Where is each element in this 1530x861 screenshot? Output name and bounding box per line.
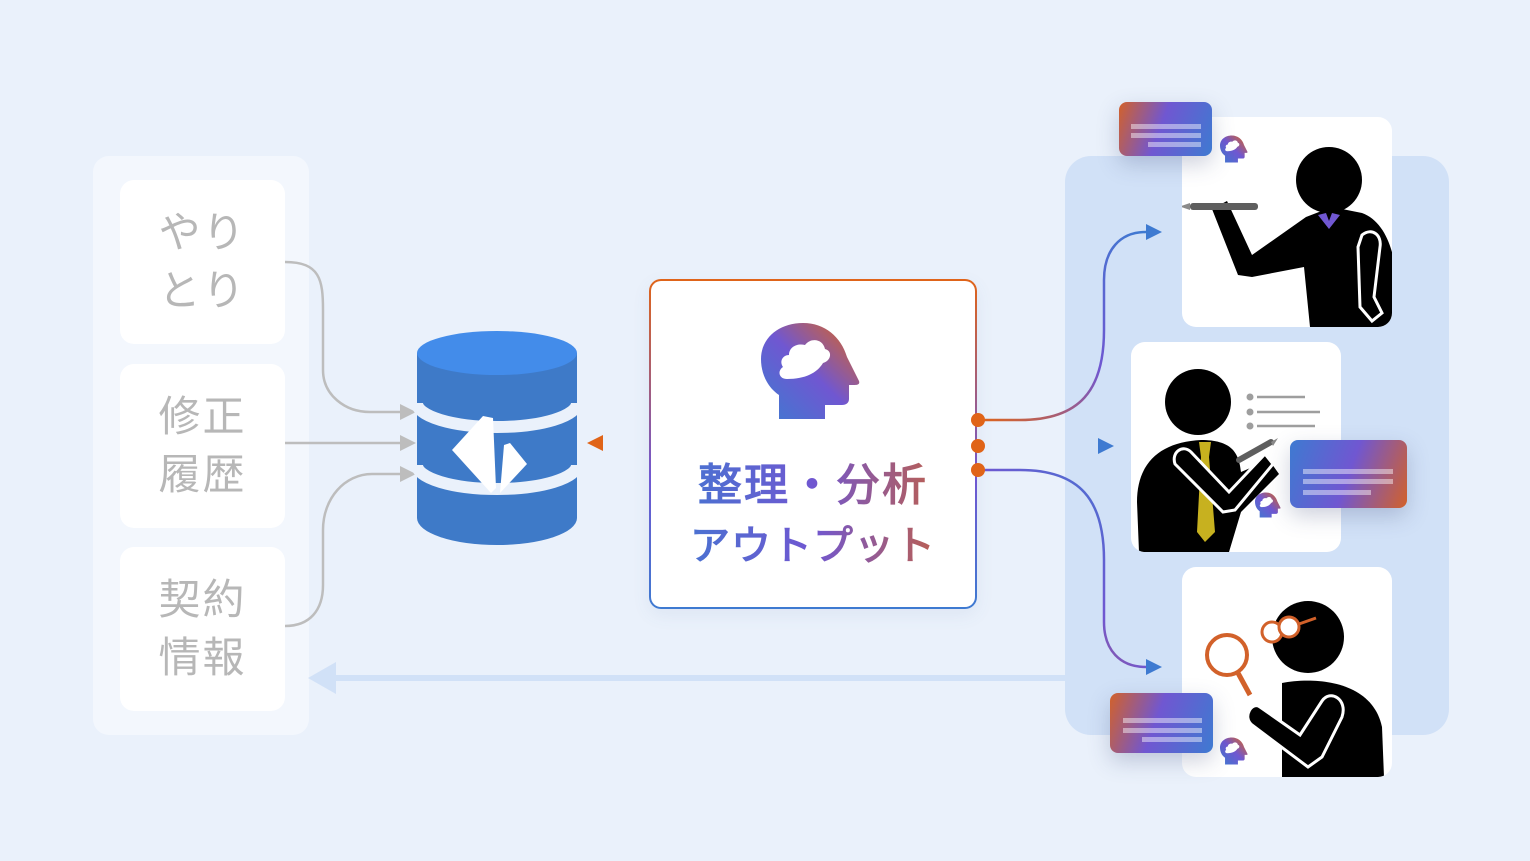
person-with-list-icon	[1137, 369, 1320, 552]
feedback-arrow-head	[308, 662, 336, 694]
source-label-line1: 修正	[158, 392, 247, 441]
output-port	[971, 439, 985, 453]
arrowhead-presenter	[1146, 224, 1162, 240]
person-with-pen-icon	[1182, 147, 1392, 327]
source-card-revision-history[interactable]: 修正 履歴	[120, 364, 285, 528]
process-box[interactable]: 整理・分析 アウトプット	[649, 279, 977, 609]
source-label-line1: 契約	[158, 575, 247, 624]
database-logo-icon	[452, 416, 527, 493]
brain-head-icon	[761, 323, 860, 419]
connector-presenter	[978, 230, 1147, 422]
brain-head-small-icon	[1255, 492, 1281, 518]
connector-contract-info	[284, 472, 400, 628]
source-label-line1: やり	[158, 208, 247, 257]
connector-exchange	[284, 260, 400, 414]
persona-card-teacher[interactable]	[1131, 342, 1341, 552]
source-label-line2: 情報	[158, 633, 247, 682]
persona-card-presenter[interactable]	[1182, 117, 1392, 327]
note-card-teacher	[1290, 440, 1407, 508]
brain-head-small-icon	[1220, 135, 1248, 163]
connector-analyst	[978, 468, 1147, 669]
note-card-analyst	[1110, 693, 1213, 753]
person-with-magnifier-icon	[1205, 601, 1384, 777]
persona-card-analyst[interactable]	[1182, 567, 1392, 777]
output-port	[971, 463, 985, 477]
brain-head-small-icon	[1220, 737, 1248, 765]
process-title: 整理・分析	[651, 449, 975, 513]
source-label-line2: 履歴	[158, 450, 247, 499]
database-icon	[411, 331, 583, 545]
source-card-contract-info[interactable]: 契約 情報	[120, 547, 285, 711]
source-panel: やり とり 修正 履歴 契約 情報	[93, 156, 309, 735]
arrowhead-contract-info	[400, 466, 416, 482]
source-label-line2: とり	[158, 266, 247, 315]
arrowhead-analyst	[1146, 659, 1162, 675]
note-card-presenter	[1119, 102, 1212, 156]
output-port	[971, 413, 985, 427]
arrowhead-exchange	[400, 404, 416, 420]
arrowhead-revision-history	[400, 435, 416, 451]
source-card-exchange[interactable]: やり とり	[120, 180, 285, 344]
process-subtitle: アウトプット	[651, 513, 975, 571]
arrowhead-teacher	[1098, 438, 1114, 454]
